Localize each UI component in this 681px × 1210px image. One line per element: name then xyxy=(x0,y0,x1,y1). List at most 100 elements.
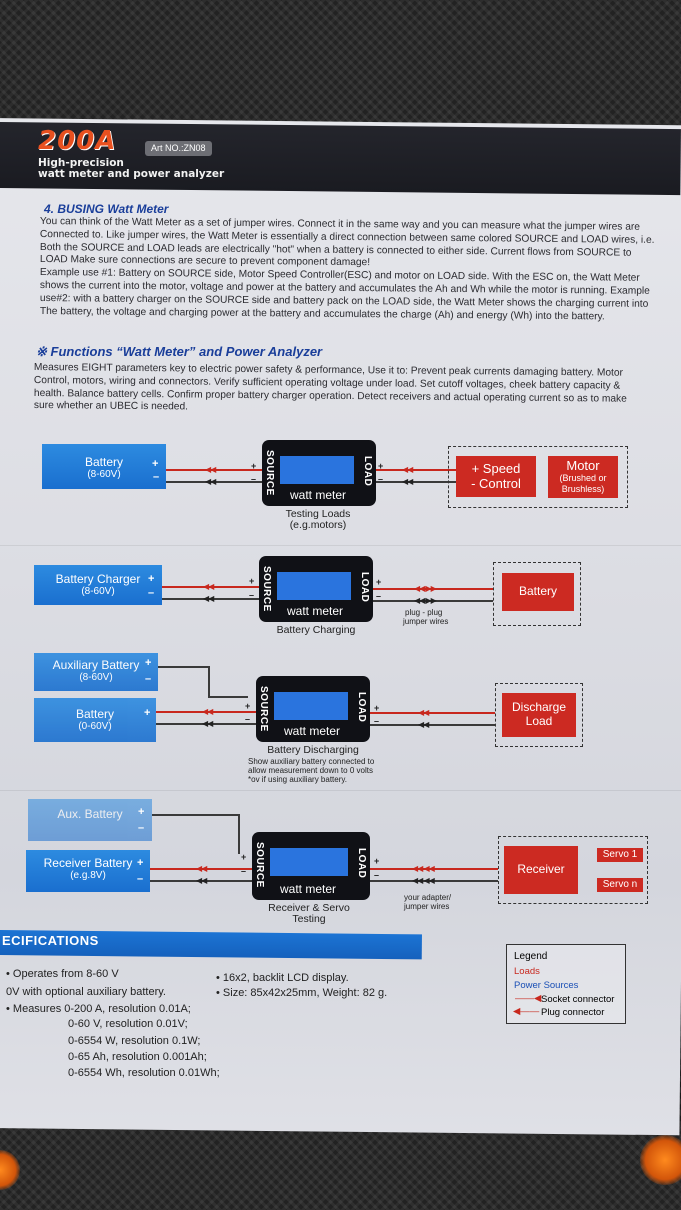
caption-line: (e.g.motors) xyxy=(289,519,347,531)
servo-1-label: Servo 1 xyxy=(602,849,638,860)
battery-label: Battery xyxy=(84,455,123,469)
watt-meter-label: watt meter xyxy=(280,882,337,896)
legend-title: Legend xyxy=(514,951,548,962)
socket-arrow: ◀◀ xyxy=(196,864,207,873)
receiver-box: Receiver xyxy=(504,846,578,894)
subtitle-line: watt meter and power analyzer xyxy=(38,168,225,180)
minus-sign: – xyxy=(245,714,251,724)
caption-line: Testing xyxy=(292,913,326,925)
aux-battery-label: Aux. Battery xyxy=(57,807,123,821)
product-subtitle: High-precision watt meter and power anal… xyxy=(38,158,224,180)
motor-sub-label: Brushless) xyxy=(561,484,605,494)
minus-terminal: – xyxy=(153,471,160,483)
minus-terminal: – xyxy=(145,673,152,685)
aux-battery-label: Auxiliary Battery xyxy=(52,658,140,672)
watt-meter-label: watt meter xyxy=(287,604,344,618)
plug-connector-icon: ◀—— xyxy=(513,1006,540,1017)
wire xyxy=(158,666,208,668)
servo-n-label: Servo n xyxy=(602,879,638,890)
load-group-dashed-box xyxy=(448,446,628,508)
legend-power-sources: Power Sources xyxy=(514,980,579,991)
art-number-badge: Art NO.:ZN08 xyxy=(145,141,212,156)
carbon-fiber-background-top xyxy=(0,0,681,130)
load-label: Load xyxy=(525,714,553,728)
legend-socket: Socket connector xyxy=(541,994,615,1005)
load-label: LOAD xyxy=(359,572,370,603)
spec-item: 0-60 V, resolution 0.01V; xyxy=(68,1018,188,1030)
paper-fold xyxy=(0,545,681,546)
socket-arrow: ◀◀ xyxy=(205,465,216,474)
minus-sign: – xyxy=(374,870,380,880)
control-label: - Control xyxy=(471,476,521,491)
minus-sign: – xyxy=(241,866,247,876)
plus-terminal: + xyxy=(148,573,155,585)
minus-terminal: – xyxy=(137,873,144,885)
plus-sign: + xyxy=(249,576,255,586)
load-label: LOAD xyxy=(356,692,367,723)
source-label: SOURCE xyxy=(254,842,265,888)
battery-voltage-label: (8-60V) xyxy=(87,469,121,480)
plus-terminal: + xyxy=(152,458,159,470)
aux-battery-note: Show auxiliary battery connected to allo… xyxy=(248,757,374,784)
battery-load-label: Battery xyxy=(518,584,557,598)
speed-label: + Speed xyxy=(471,461,521,476)
battery-load-box: Battery xyxy=(502,573,574,611)
brand-logo: 200A xyxy=(38,126,117,156)
plug-arrow: ◀◀ ▶▶ xyxy=(414,596,437,605)
watt-meter-device: SOURCE LOAD watt meter xyxy=(256,676,370,742)
lcd-screen xyxy=(270,848,348,876)
wire xyxy=(162,586,262,588)
socket-arrow: ◀◀ ◀◀ xyxy=(412,876,435,885)
specifications-title: ECIFICATIONS xyxy=(2,933,99,948)
legend-plug: Plug connector xyxy=(541,1007,605,1018)
plus-sign: + xyxy=(374,703,380,713)
wire xyxy=(150,868,254,870)
legend-loads: Loads xyxy=(514,966,540,977)
legend-box: Legend Loads Power Sources ——◀ Socket co… xyxy=(506,944,626,1024)
socket-arrow: ◀◀ xyxy=(402,477,413,486)
wire xyxy=(156,711,256,713)
paper-fold xyxy=(0,790,681,791)
minus-sign: – xyxy=(374,716,380,726)
wire xyxy=(376,481,456,483)
motor-label: Motor xyxy=(566,458,600,473)
minus-sign: – xyxy=(378,474,384,484)
minus-sign: – xyxy=(251,474,257,484)
socket-arrow: ◀◀ xyxy=(202,707,213,716)
plus-sign: + xyxy=(241,852,247,862)
socket-connector-icon: ——◀ xyxy=(515,993,542,1004)
socket-arrow: ◀◀ xyxy=(418,720,429,729)
wire xyxy=(370,868,498,870)
spec-item: • Operates from 8-60 V xyxy=(6,968,119,980)
wire xyxy=(238,814,240,854)
source-label: SOURCE xyxy=(261,566,272,612)
plug-arrow: ◀◀ ▶▶ xyxy=(414,584,437,593)
watt-meter-label: watt meter xyxy=(290,488,347,502)
socket-arrow: ◀◀ xyxy=(203,594,214,603)
note-line: Show auxiliary battery connected to xyxy=(248,757,375,766)
charger-voltage-label: (8-60V) xyxy=(81,586,115,597)
wire xyxy=(208,696,248,698)
lcd-screen xyxy=(274,692,348,720)
wire xyxy=(156,723,256,725)
wire xyxy=(150,880,254,882)
battery-source-box: Battery (0-60V) xyxy=(34,698,156,742)
subtitle-line: High-precision xyxy=(38,157,124,169)
discharge-label: Discharge xyxy=(511,700,567,714)
plus-sign: + xyxy=(378,461,384,471)
adapter-note: your adapter/ jumper wires xyxy=(404,893,451,911)
aux-voltage-label: (8-60V) xyxy=(79,672,113,683)
source-label: SOURCE xyxy=(258,686,269,732)
orange-light-left xyxy=(0,1150,20,1190)
paragraph-line: sure whether an UBEC is needed. xyxy=(33,400,189,413)
section-functions-title: ※ Functions “Watt Meter” and Power Analy… xyxy=(36,344,323,359)
wire xyxy=(370,880,498,882)
plus-sign: + xyxy=(374,856,380,866)
note-line: jumper wires xyxy=(404,902,450,911)
watt-meter-device: SOURCE LOAD watt meter xyxy=(252,832,370,900)
diagram2-caption: Battery Charging xyxy=(276,624,356,636)
note-line: jumper wires xyxy=(403,617,449,626)
minus-terminal: – xyxy=(138,822,145,834)
receiver-battery-box: Receiver Battery (e.g.8V) xyxy=(26,850,150,892)
note-line: allow measurement down to 0 volts xyxy=(248,766,373,775)
